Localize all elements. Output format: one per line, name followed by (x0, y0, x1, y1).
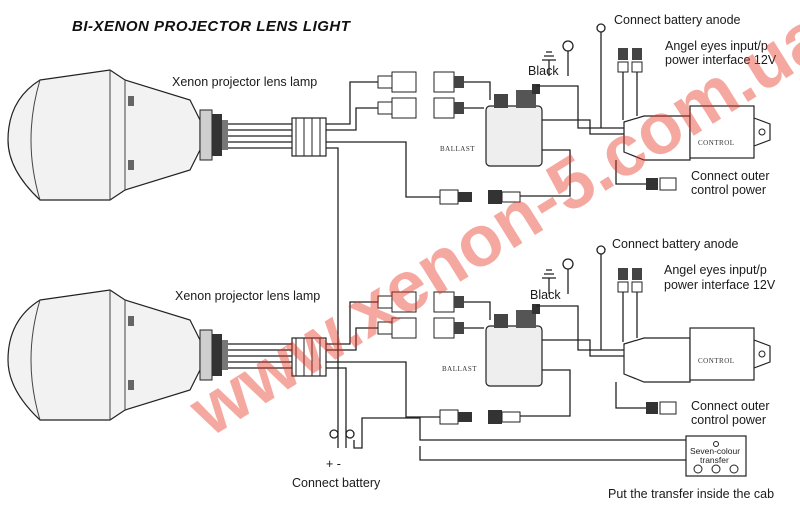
hid-connector-top (439, 189, 521, 205)
connector-pair-bottom-2 (377, 317, 464, 339)
outer-power-label-bottom-2: control power (691, 413, 766, 427)
junction-box-top (291, 117, 327, 157)
connector-pair-bottom-1 (377, 291, 464, 313)
ground-symbol-bottom (542, 258, 574, 294)
ballast-top (485, 84, 543, 167)
transfer-label-1: Seven-colour (690, 446, 740, 456)
battery-anode-label-top: Connect battery anode (614, 13, 741, 27)
outer-power-label-bottom-1: Connect outer (691, 399, 770, 413)
transfer-label-2: transfer (700, 455, 729, 465)
battery-connection (329, 429, 355, 448)
ballast-label-top: BALLAST (440, 145, 475, 153)
angel-eyes-label-bottom-1: Angel eyes input/p (664, 263, 767, 277)
battery-polarity-label: + - (326, 457, 341, 471)
connector-pair-top-2 (377, 97, 464, 119)
angel-eyes-connector-top (617, 48, 643, 120)
control-label-bottom: CONTROL (698, 357, 735, 365)
black-label-bottom: Black (530, 288, 561, 302)
outer-power-connector-top (646, 177, 677, 191)
ballast-bottom (485, 304, 543, 387)
top-assembly: Xenon projector lens lamp (7, 13, 777, 440)
angel-eyes-connector-bottom (617, 268, 643, 342)
angel-eyes-label-top-1: Angel eyes input/p (665, 39, 768, 53)
xenon-lamp-top (7, 69, 228, 201)
battery-anode-ring-top (596, 23, 606, 33)
seven-colour-transfer (685, 435, 747, 477)
black-label-top: Black (528, 64, 559, 78)
bottom-assembly: Xenon projector lens lamp Black (7, 237, 776, 440)
outer-power-label-top-2: control power (691, 183, 766, 197)
battery-anode-ring-bottom (596, 245, 606, 255)
lamp-label-top: Xenon projector lens lamp (172, 75, 317, 89)
transfer-note: Put the transfer inside the cab (608, 487, 774, 501)
connect-battery-label: Connect battery (292, 476, 381, 490)
connector-pair-top-1 (377, 71, 464, 93)
angel-eyes-label-top-2: power interface 12V (665, 53, 777, 67)
control-module-top (623, 105, 771, 161)
ballast-label-bottom: BALLAST (442, 365, 477, 373)
outer-power-label-top-1: Connect outer (691, 169, 770, 183)
control-label-top: CONTROL (698, 139, 735, 147)
diagram-title: BI-XENON PROJECTOR LENS LIGHT (72, 18, 352, 35)
hid-connector-bottom (439, 409, 521, 425)
control-module-bottom (623, 327, 771, 383)
battery-anode-label-bottom: Connect battery anode (612, 237, 739, 251)
outer-power-connector-bottom (646, 401, 677, 415)
ground-symbol-top (542, 40, 574, 76)
angel-eyes-label-bottom-2: power interface 12V (664, 278, 776, 292)
xenon-lamp-bottom (7, 289, 228, 421)
lamp-label-bottom: Xenon projector lens lamp (175, 289, 320, 303)
